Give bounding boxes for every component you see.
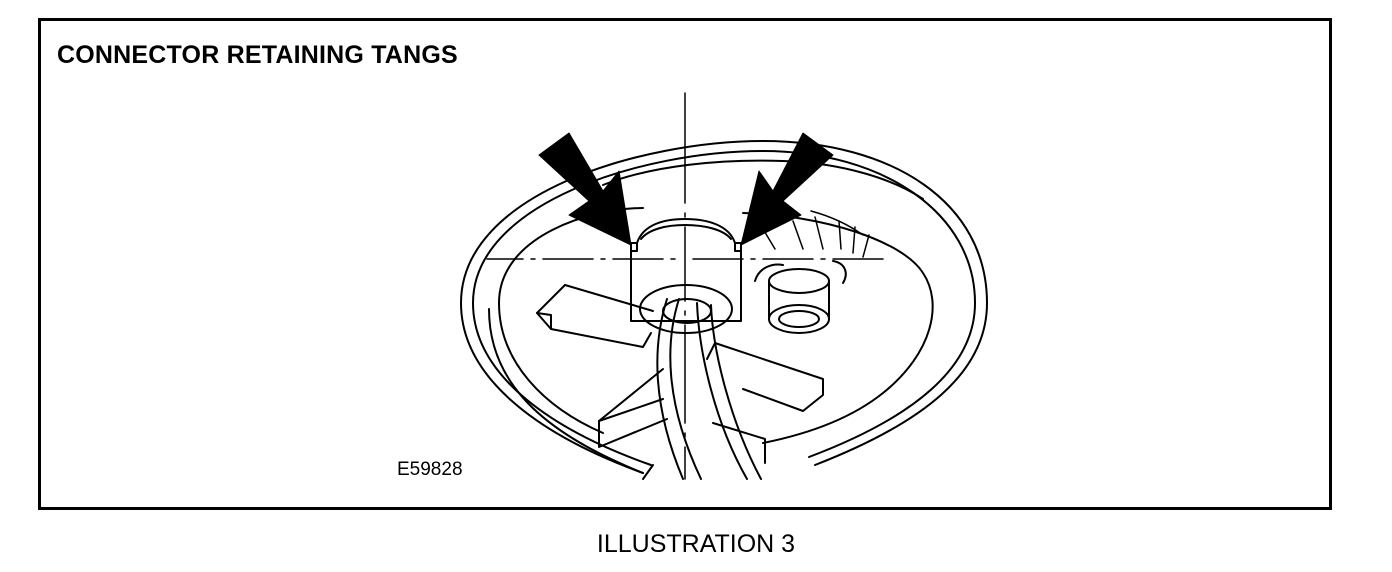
figure-frame: CONNECTOR RETAINING TANGS — [38, 18, 1332, 510]
mounting-blades — [537, 285, 823, 463]
right-retaining-tang-arrow — [741, 133, 833, 245]
wire-leads — [643, 299, 761, 479]
left-retaining-tang-arrow — [539, 133, 631, 245]
terminal-post — [755, 261, 846, 333]
connector-housing — [631, 219, 741, 333]
figure-title: CONNECTOR RETAINING TANGS — [57, 41, 458, 69]
inner-ribs — [763, 211, 869, 257]
connector-diagram — [41, 21, 1329, 507]
figure-id-label: E59828 — [397, 459, 463, 480]
illustration-caption: ILLUSTRATION 3 — [596, 530, 796, 558]
dish-outer-rim — [461, 141, 987, 473]
